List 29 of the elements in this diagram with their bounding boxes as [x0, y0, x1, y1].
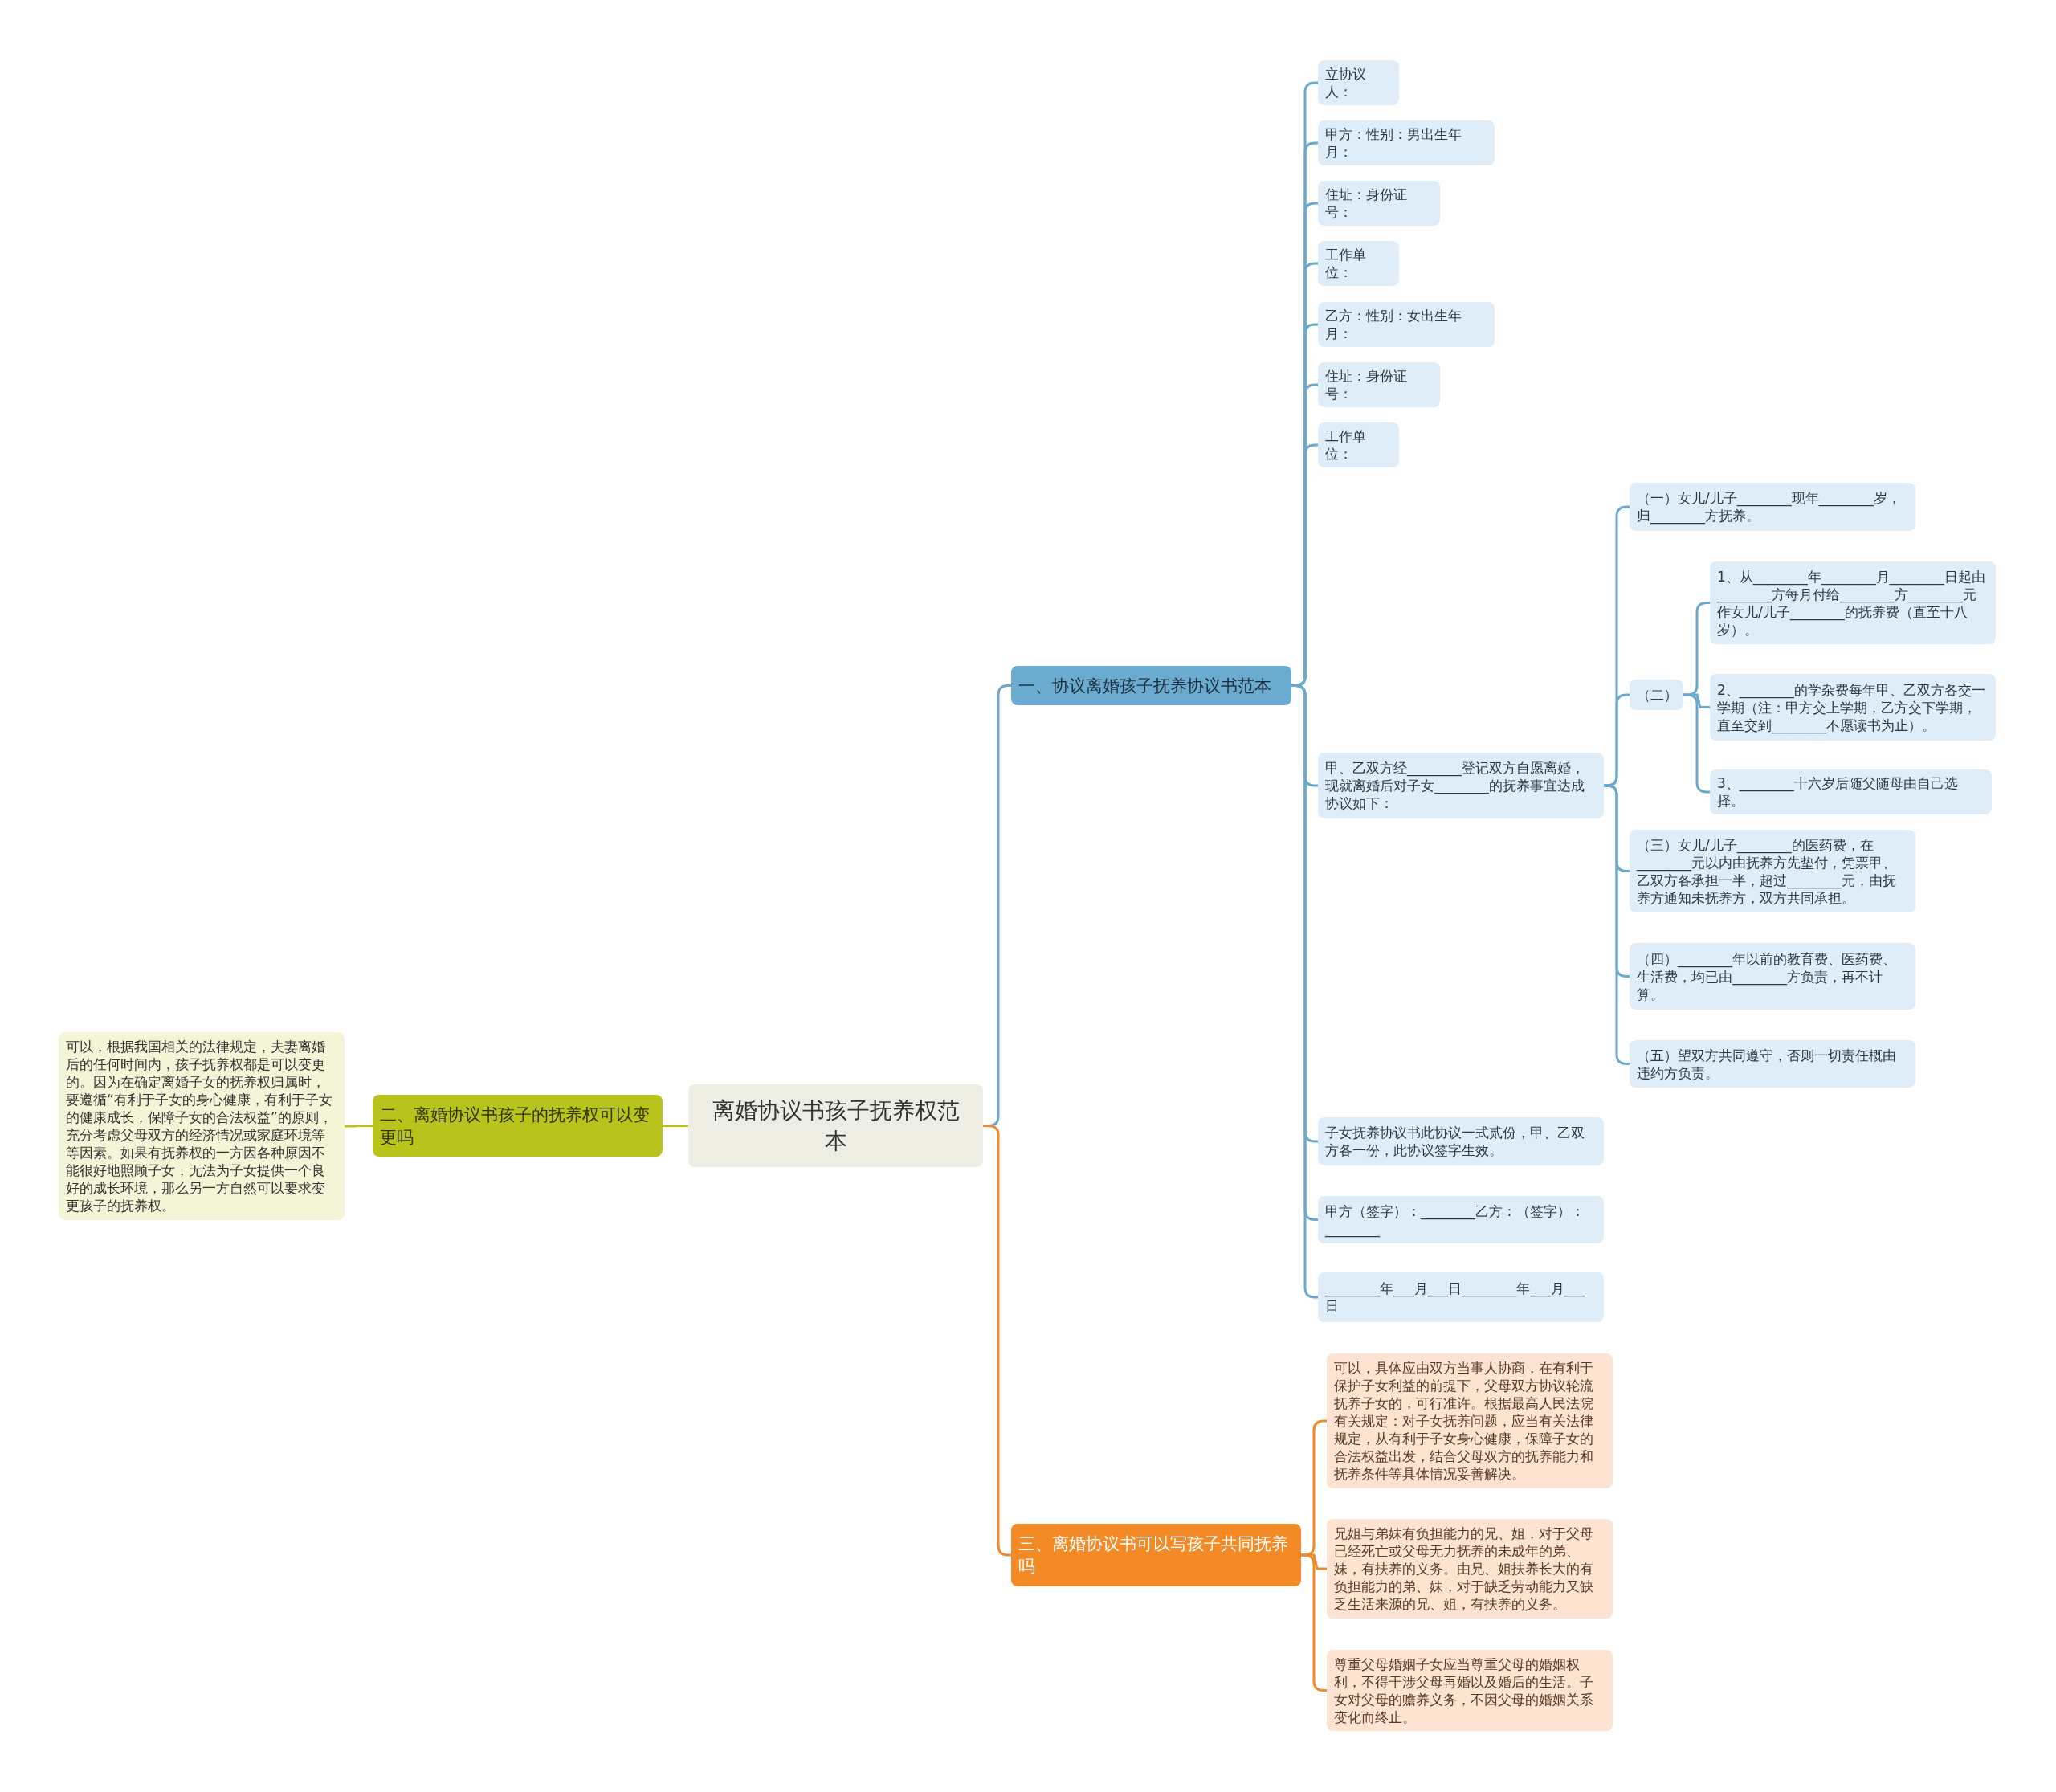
- topic-box: 3、________十六岁后随父随母由自己选择。: [1710, 769, 1992, 814]
- topic-box: 甲方：性别：男出生年月：: [1318, 120, 1495, 165]
- topic-box: （二）: [1630, 680, 1683, 710]
- topic-box: 子女抚养协议书此协议一式贰份，甲、乙双方各一份，此协议签字生效。: [1318, 1117, 1604, 1165]
- topic-box: 兄姐与弟妹有负担能力的兄、姐，对于父母已经死亡或父母无力抚养的未成年的弟、妹，有扶养的义务。由兄、姐扶养长大的有负担能力的弟、妹，对于缺乏劳动能力又缺乏生活来源的兄、姐，有扶养的义务。: [1327, 1519, 1613, 1619]
- topic-box: 1、从________年________月________日起由________方每月付给________方________元作女儿/儿子________的抚养费（直至十八岁）。: [1710, 561, 1996, 644]
- branch-topic: 一、协议离婚孩子抚养协议书范本: [1011, 666, 1291, 705]
- topic-box: 2、________的学杂费每年甲、乙双方各交一学期（注：甲方交上学期，乙方交下学期，直至交到________不愿读书为止）。: [1710, 674, 1996, 741]
- topic-box: 立协议人：: [1318, 60, 1399, 105]
- connector-line: [663, 1125, 688, 1127]
- topic-box: （五）望双方共同遵守，否则一切责任概由违约方负责。: [1630, 1040, 1915, 1088]
- topic-box: 甲、乙双方经________登记双方自愿离婚，现就离婚后对子女________的抚养事宜达成协议如下：: [1318, 753, 1604, 818]
- topic-box: 住址：身份证号：: [1318, 362, 1440, 407]
- central-topic: 离婚协议书孩子抚养权范本: [688, 1084, 983, 1167]
- branch-topic: 二、离婚协议书孩子的抚养权可以变更吗: [373, 1095, 663, 1157]
- branch-topic: 三、离婚协议书可以写孩子共同抚养吗: [1011, 1524, 1301, 1586]
- connector-line: [345, 1125, 373, 1128]
- topic-box: 可以，具体应由双方当事人协商，在有利于保护子女利益的前提下，父母双方协议轮流抚养子女的，可行准许。根据最高人民法院有关规定：对子女抚养问题，应当有关法律规定，从有利于子女身心健康，保障子女的合法权益出发，结合父母双方的抚养能力和抚养条件等具体情况妥善解决。: [1327, 1353, 1613, 1488]
- topic-box: ________年___月___日________年___月___日: [1318, 1272, 1604, 1322]
- topic-box: 工作单位：: [1318, 422, 1399, 467]
- topic-box: 住址：身份证号：: [1318, 181, 1440, 226]
- topic-box: （三）女儿/儿子________的医药费，在________元以内由抚养方先垫付，凭票甲、乙双方各承担一半，超过________元，由抚养方通知未抚养方，双方共同承担。: [1630, 830, 1915, 912]
- topic-box: 工作单位：: [1318, 241, 1399, 286]
- topic-box: 乙方：性别：女出生年月：: [1318, 302, 1495, 347]
- topic-box: 可以，根据我国相关的法律规定，夫妻离婚后的任何时间内，孩子抚养权都是可以变更的。因为在确定离婚子女的抚养权归属时，要遵循“有利于子女的身心健康，有利于子女的健康成长，保障子女的合法权益”的原则，充分考虑父母双方的经济情况或家庭环境等等因素。如果有抚养权的一方因各种原因不能很好地照顾子女，无法为子女提供一个良好的成长环境，那么另一方自然可以要求变更孩子的抚养权。: [59, 1032, 345, 1220]
- topic-box: （四）________年以前的教育费、医药费、生活费，均已由________方负责，再不计算。: [1630, 943, 1915, 1010]
- topic-box: 甲方（签字）：________乙方：（签字）：________: [1318, 1196, 1604, 1243]
- topic-box: （一）女儿/儿子________现年________岁，归________方抚养。: [1630, 483, 1915, 531]
- topic-box: 尊重父母婚姻子女应当尊重父母的婚姻权利，不得干涉父母再婚以及婚后的生活。子女对父母的赡养义务，不因父母的婚姻关系变化而终止。: [1327, 1650, 1613, 1731]
